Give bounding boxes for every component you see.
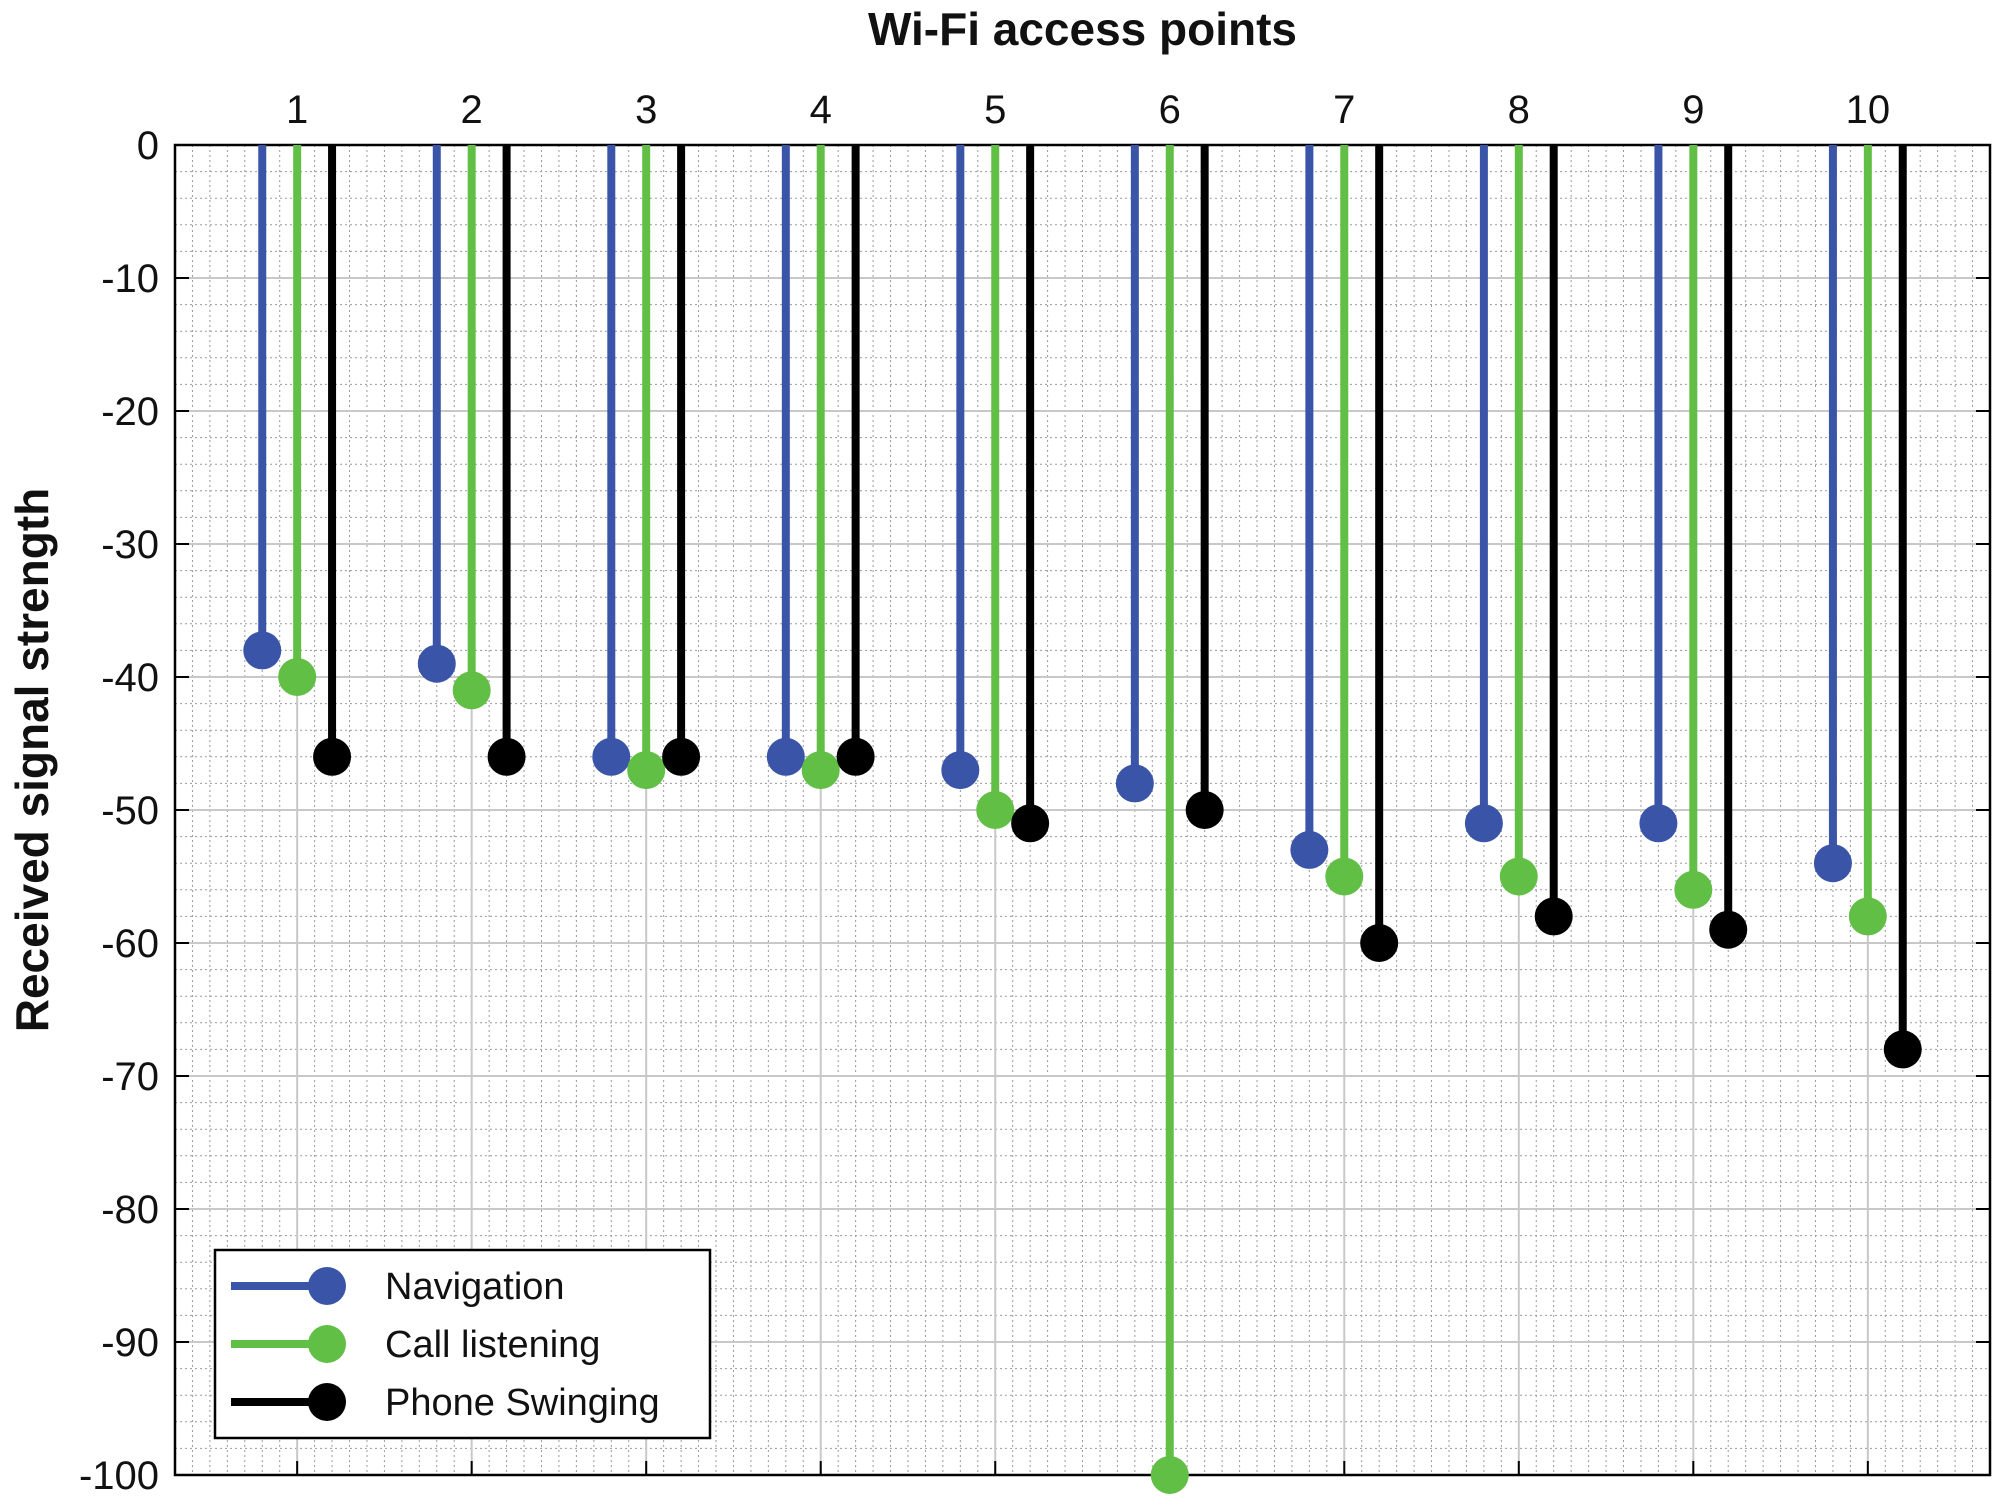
stem-marker <box>662 737 701 776</box>
legend-marker <box>308 1325 346 1363</box>
stem-marker <box>1883 1030 1922 1069</box>
stem-marker <box>1709 910 1748 949</box>
stem-marker <box>452 671 491 710</box>
legend-item: Navigation <box>231 1266 565 1308</box>
y-tick-label: 0 <box>137 124 159 168</box>
stem-marker <box>766 737 805 776</box>
x-tick-label: 6 <box>1159 88 1181 132</box>
x-tick-label: 7 <box>1333 88 1355 132</box>
stem-marker <box>243 631 282 670</box>
stem-marker <box>1534 897 1573 936</box>
legend-marker <box>308 1383 346 1421</box>
x-tick-label: 3 <box>635 88 657 132</box>
stem-marker <box>592 737 631 776</box>
legend-marker <box>308 1267 346 1305</box>
stem-marker <box>1813 844 1852 883</box>
y-tick-label: -60 <box>101 922 159 966</box>
y-tick-label: -20 <box>101 390 159 434</box>
y-tick-label: -70 <box>101 1055 159 1099</box>
y-tick-label: -100 <box>79 1454 159 1498</box>
x-tick-label: 1 <box>286 88 308 132</box>
stem-marker <box>487 737 526 776</box>
y-tick-label: -10 <box>101 257 159 301</box>
x-tick-label: 9 <box>1682 88 1704 132</box>
x-tick-label: 10 <box>1846 88 1891 132</box>
stem-marker <box>1115 764 1154 803</box>
stem-marker <box>1499 857 1538 896</box>
stem-marker <box>1360 924 1399 962</box>
y-tick-label: -40 <box>101 656 159 700</box>
stem-marker <box>278 658 317 696</box>
x-tick-label: 2 <box>461 88 483 132</box>
stem-marker <box>417 644 456 683</box>
stem-marker <box>1185 791 1224 829</box>
stem-marker <box>1011 804 1050 843</box>
y-axis-title: Received signal strength <box>6 488 58 1033</box>
y-tick-labels: 0 -10 -20 -30 -40 -50 -60 -70 -80 -90 -100 <box>79 124 159 1498</box>
legend-label: Call listening <box>385 1324 600 1366</box>
stem-marker <box>976 791 1015 829</box>
stem-marker <box>1150 1456 1189 1494</box>
stem-marker <box>836 737 875 776</box>
series-navigation <box>243 145 1852 883</box>
legend-label: Navigation <box>385 1266 565 1308</box>
stem-marker <box>941 751 980 790</box>
legend-item: Call listening <box>231 1324 600 1366</box>
legend-item: Phone Swinging <box>231 1382 660 1424</box>
stem-marker <box>1464 804 1503 843</box>
legend-label: Phone Swinging <box>385 1382 660 1424</box>
series-call-listening <box>278 145 1887 1494</box>
x-tick-label: 4 <box>810 88 832 132</box>
stem-marker <box>801 751 840 790</box>
stem-marker <box>1639 804 1678 843</box>
y-tick-label: -50 <box>101 789 159 833</box>
x-tick-label: 5 <box>984 88 1006 132</box>
x-axis-title: Wi-Fi access points <box>868 3 1297 55</box>
series-phone-swinging <box>313 145 1922 1069</box>
stems <box>243 145 1922 1494</box>
y-tick-label: -30 <box>101 523 159 567</box>
stem-marker <box>1674 870 1713 909</box>
stem-marker <box>1290 830 1329 869</box>
stem-marker <box>1848 897 1887 936</box>
y-tick-label: -90 <box>101 1321 159 1365</box>
stem-marker <box>627 751 666 790</box>
stem-marker <box>313 737 352 776</box>
x-tick-label: 8 <box>1508 88 1530 132</box>
stem-marker <box>1325 857 1364 896</box>
x-tick-labels: 1 2 3 4 5 6 7 8 9 10 <box>286 88 1890 132</box>
y-tick-label: -80 <box>101 1188 159 1232</box>
